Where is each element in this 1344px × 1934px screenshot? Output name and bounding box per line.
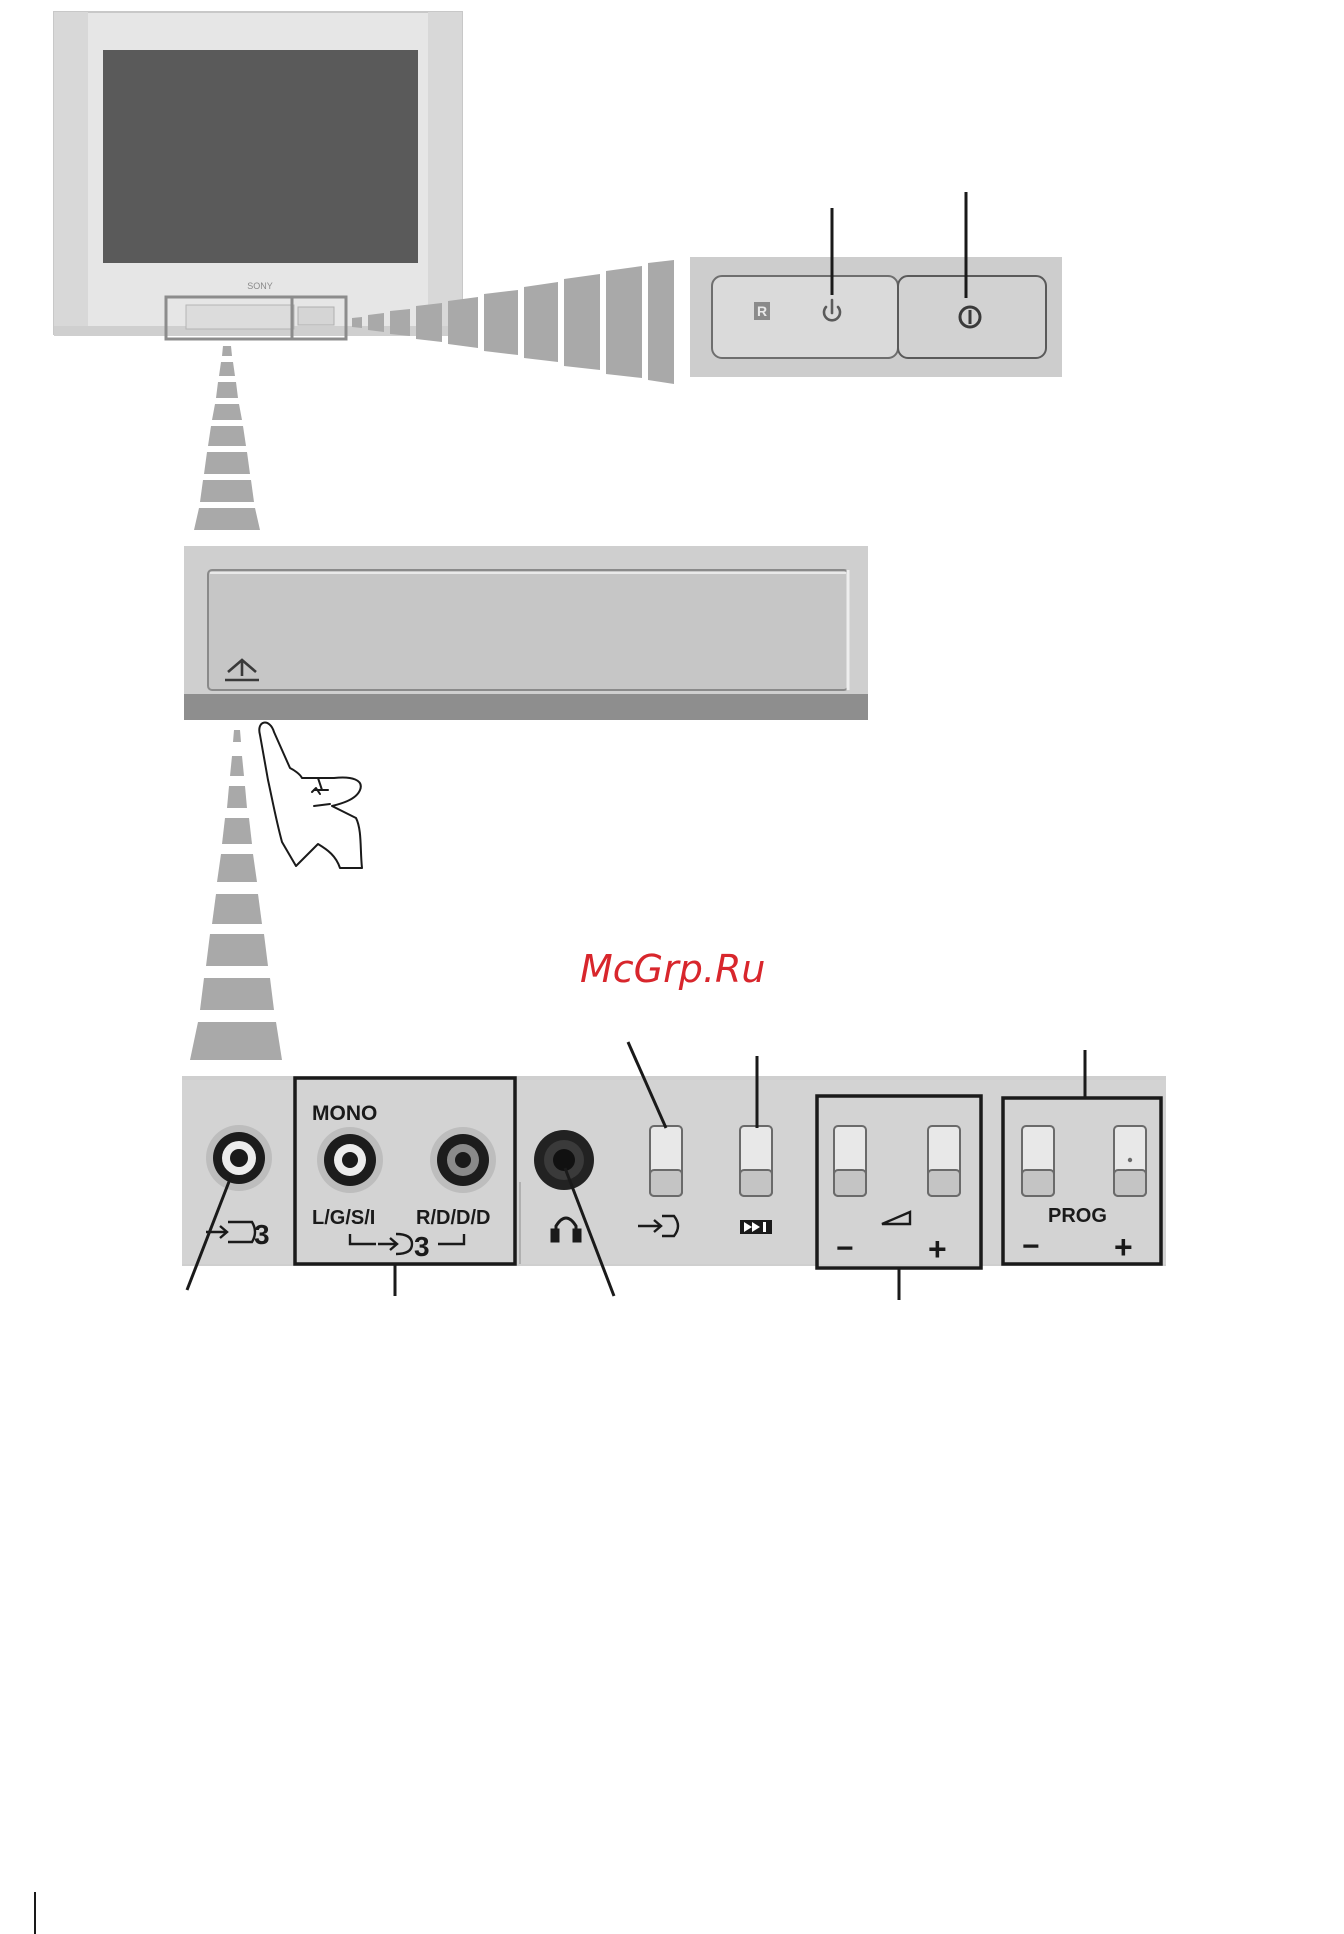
volume-up-button-shade: [928, 1170, 960, 1196]
programme-down-button-shade: [1022, 1170, 1054, 1196]
flap-door[interactable]: [208, 570, 848, 690]
zoom-band-vertical-1: [194, 346, 260, 530]
tv-set: SONY: [54, 12, 462, 339]
programme-label: PROG: [1048, 1205, 1107, 1227]
audio-right-label: R/D/D/D: [416, 1207, 490, 1229]
tv-cabinet-left-edge: [54, 12, 88, 334]
programme-plus-label: +: [1114, 1229, 1133, 1265]
s-video-input-jack[interactable]: [206, 1125, 272, 1191]
headphones-jack[interactable]: [534, 1130, 594, 1190]
programme-up-tactile-dot: [1128, 1158, 1132, 1162]
s-video-input-number: 3: [254, 1219, 270, 1250]
volume-minus-label: −: [836, 1232, 854, 1265]
input-select-button-shade: [650, 1170, 682, 1196]
audio-right-jack[interactable]: [430, 1127, 496, 1193]
flap-bottom-strip: [184, 694, 868, 720]
front-panel: 3 MONO L/G/S/I R/D/D/D 3: [182, 1076, 1166, 1268]
tv-power-switch-mini: [298, 307, 334, 325]
volume-down-button-shade: [834, 1170, 866, 1196]
power-panel: R: [690, 257, 1062, 377]
audio-left-label: L/G/S/I: [312, 1207, 375, 1229]
input-3-number: 3: [414, 1231, 430, 1262]
programme-up-button-shade: [1114, 1170, 1146, 1196]
mono-label: MONO: [312, 1102, 377, 1125]
control-flap-closeup: [184, 546, 868, 720]
tv-brand-logo: SONY: [247, 281, 273, 291]
audio-left-jack[interactable]: [317, 1127, 383, 1193]
remote-sensor-symbol: R: [757, 303, 767, 319]
auto-start-button-shade: [740, 1170, 772, 1196]
watermark: McGrp.Ru: [580, 947, 765, 991]
standby-sensor-block: [712, 276, 898, 358]
main-power-button[interactable]: [898, 276, 1046, 358]
auto-start-icon: [740, 1220, 772, 1234]
finger-press-icon: [259, 723, 362, 868]
tv-control-flap: [186, 305, 294, 329]
volume-plus-label: +: [928, 1231, 947, 1267]
programme-minus-label: −: [1022, 1230, 1040, 1263]
tv-cabinet-right-edge: [428, 12, 462, 334]
tv-screen: [103, 50, 418, 263]
